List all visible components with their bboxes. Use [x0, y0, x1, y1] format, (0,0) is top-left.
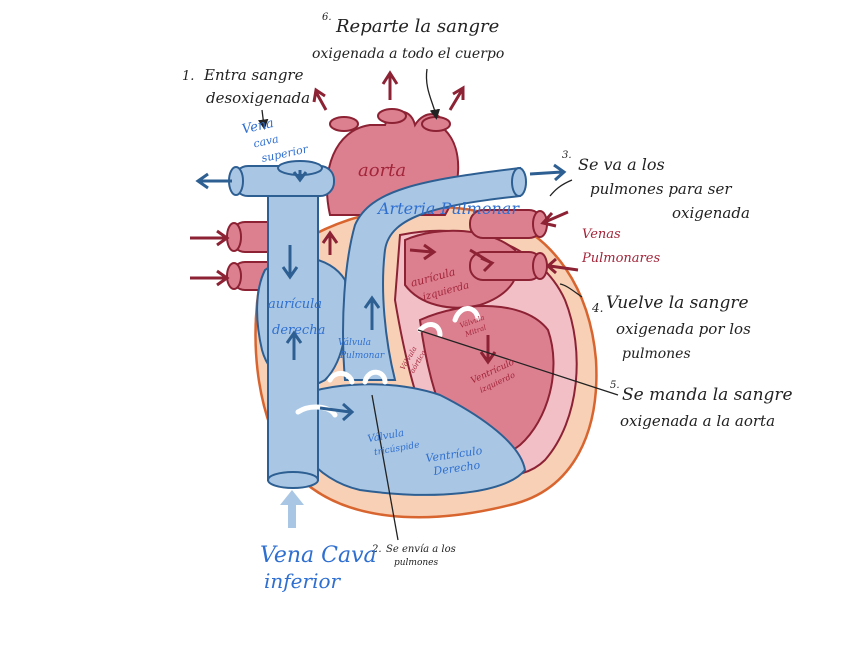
note-3: 3. Se va a los pulmones para ser oxigena… [562, 150, 750, 222]
svg-text:pulmones para ser: pulmones para ser [590, 180, 732, 198]
svg-text:Vuelve la sangre: Vuelve la sangre [606, 293, 749, 313]
svg-text:oxigenada por los: oxigenada por los [616, 320, 751, 338]
note-6: 6. Reparte la sangre oxigenada a todo el… [312, 12, 504, 62]
svg-text:desoxigenada: desoxigenada [206, 89, 310, 107]
svg-text:oxigenada a la aorta: oxigenada a la aorta [620, 412, 775, 430]
svg-text:Se va a los: Se va a los [578, 155, 665, 174]
svg-text:inferior: inferior [264, 569, 342, 593]
note-1: 1. Entra sangre desoxigenada [182, 66, 310, 107]
svg-text:pulmones: pulmones [622, 346, 691, 362]
note-2: 2. Se envía a los pulmones [371, 544, 456, 568]
svg-text:oxigenada a todo el cuerpo: oxigenada a todo el cuerpo [312, 46, 504, 62]
svg-text:derecha: derecha [272, 323, 325, 338]
svg-text:pulmones: pulmones [394, 558, 439, 568]
svg-text:Reparte la sangre: Reparte la sangre [335, 16, 499, 37]
svg-text:6.: 6. [322, 12, 332, 23]
svg-text:Se envía a los: Se envía a los [386, 544, 456, 555]
svg-text:oxigenada: oxigenada [672, 204, 750, 222]
label-aorta: aorta [358, 160, 406, 181]
svg-text:Se manda la sangre: Se manda la sangre [622, 385, 793, 405]
svg-text:3.: 3. [562, 150, 572, 161]
svg-text:aurícula: aurícula [268, 297, 322, 312]
svg-text:1.: 1. [182, 69, 194, 84]
note-5: 5. Se manda la sangre oxigenada a la aor… [610, 380, 793, 430]
label-vena-cava-superior: Vena cava superior [241, 110, 310, 168]
svg-text:5.: 5. [610, 380, 620, 391]
svg-text:4.: 4. [591, 301, 603, 315]
label-venas-pulmonares: Venas Pulmonares [581, 227, 660, 266]
svg-text:cava: cava [252, 132, 280, 150]
svg-text:Entra sangre: Entra sangre [203, 66, 304, 84]
svg-text:Válvula: Válvula [338, 337, 371, 348]
note-4: 4. Vuelve la sangre oxigenada por los pu… [591, 293, 751, 362]
label-vena-cava-inferior: Vena Cava inferior [260, 543, 377, 593]
svg-text:Vena Cava: Vena Cava [260, 543, 377, 568]
svg-text:Venas: Venas [582, 227, 621, 242]
svg-text:Pulmonar: Pulmonar [339, 351, 385, 361]
inferior-arrow [280, 490, 304, 528]
svg-text:Pulmonares: Pulmonares [581, 251, 660, 266]
label-arteria-pulmonar: Arteria Pulmonar [376, 199, 520, 218]
